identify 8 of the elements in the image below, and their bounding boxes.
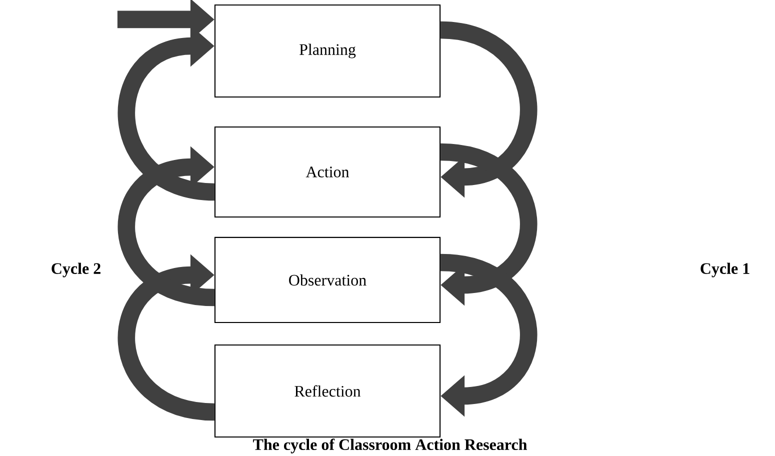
process-box: Reflection [214,344,441,438]
process-box: Observation [214,236,441,324]
process-box: Planning [214,4,441,98]
curved-arrow [118,25,216,201]
caption: The cycle of Classroom Action Research [253,438,527,454]
cycle-label: Cycle 2 [52,262,100,278]
cycle-label: Cycle 1 [700,262,750,278]
process-box: Action [214,126,441,218]
